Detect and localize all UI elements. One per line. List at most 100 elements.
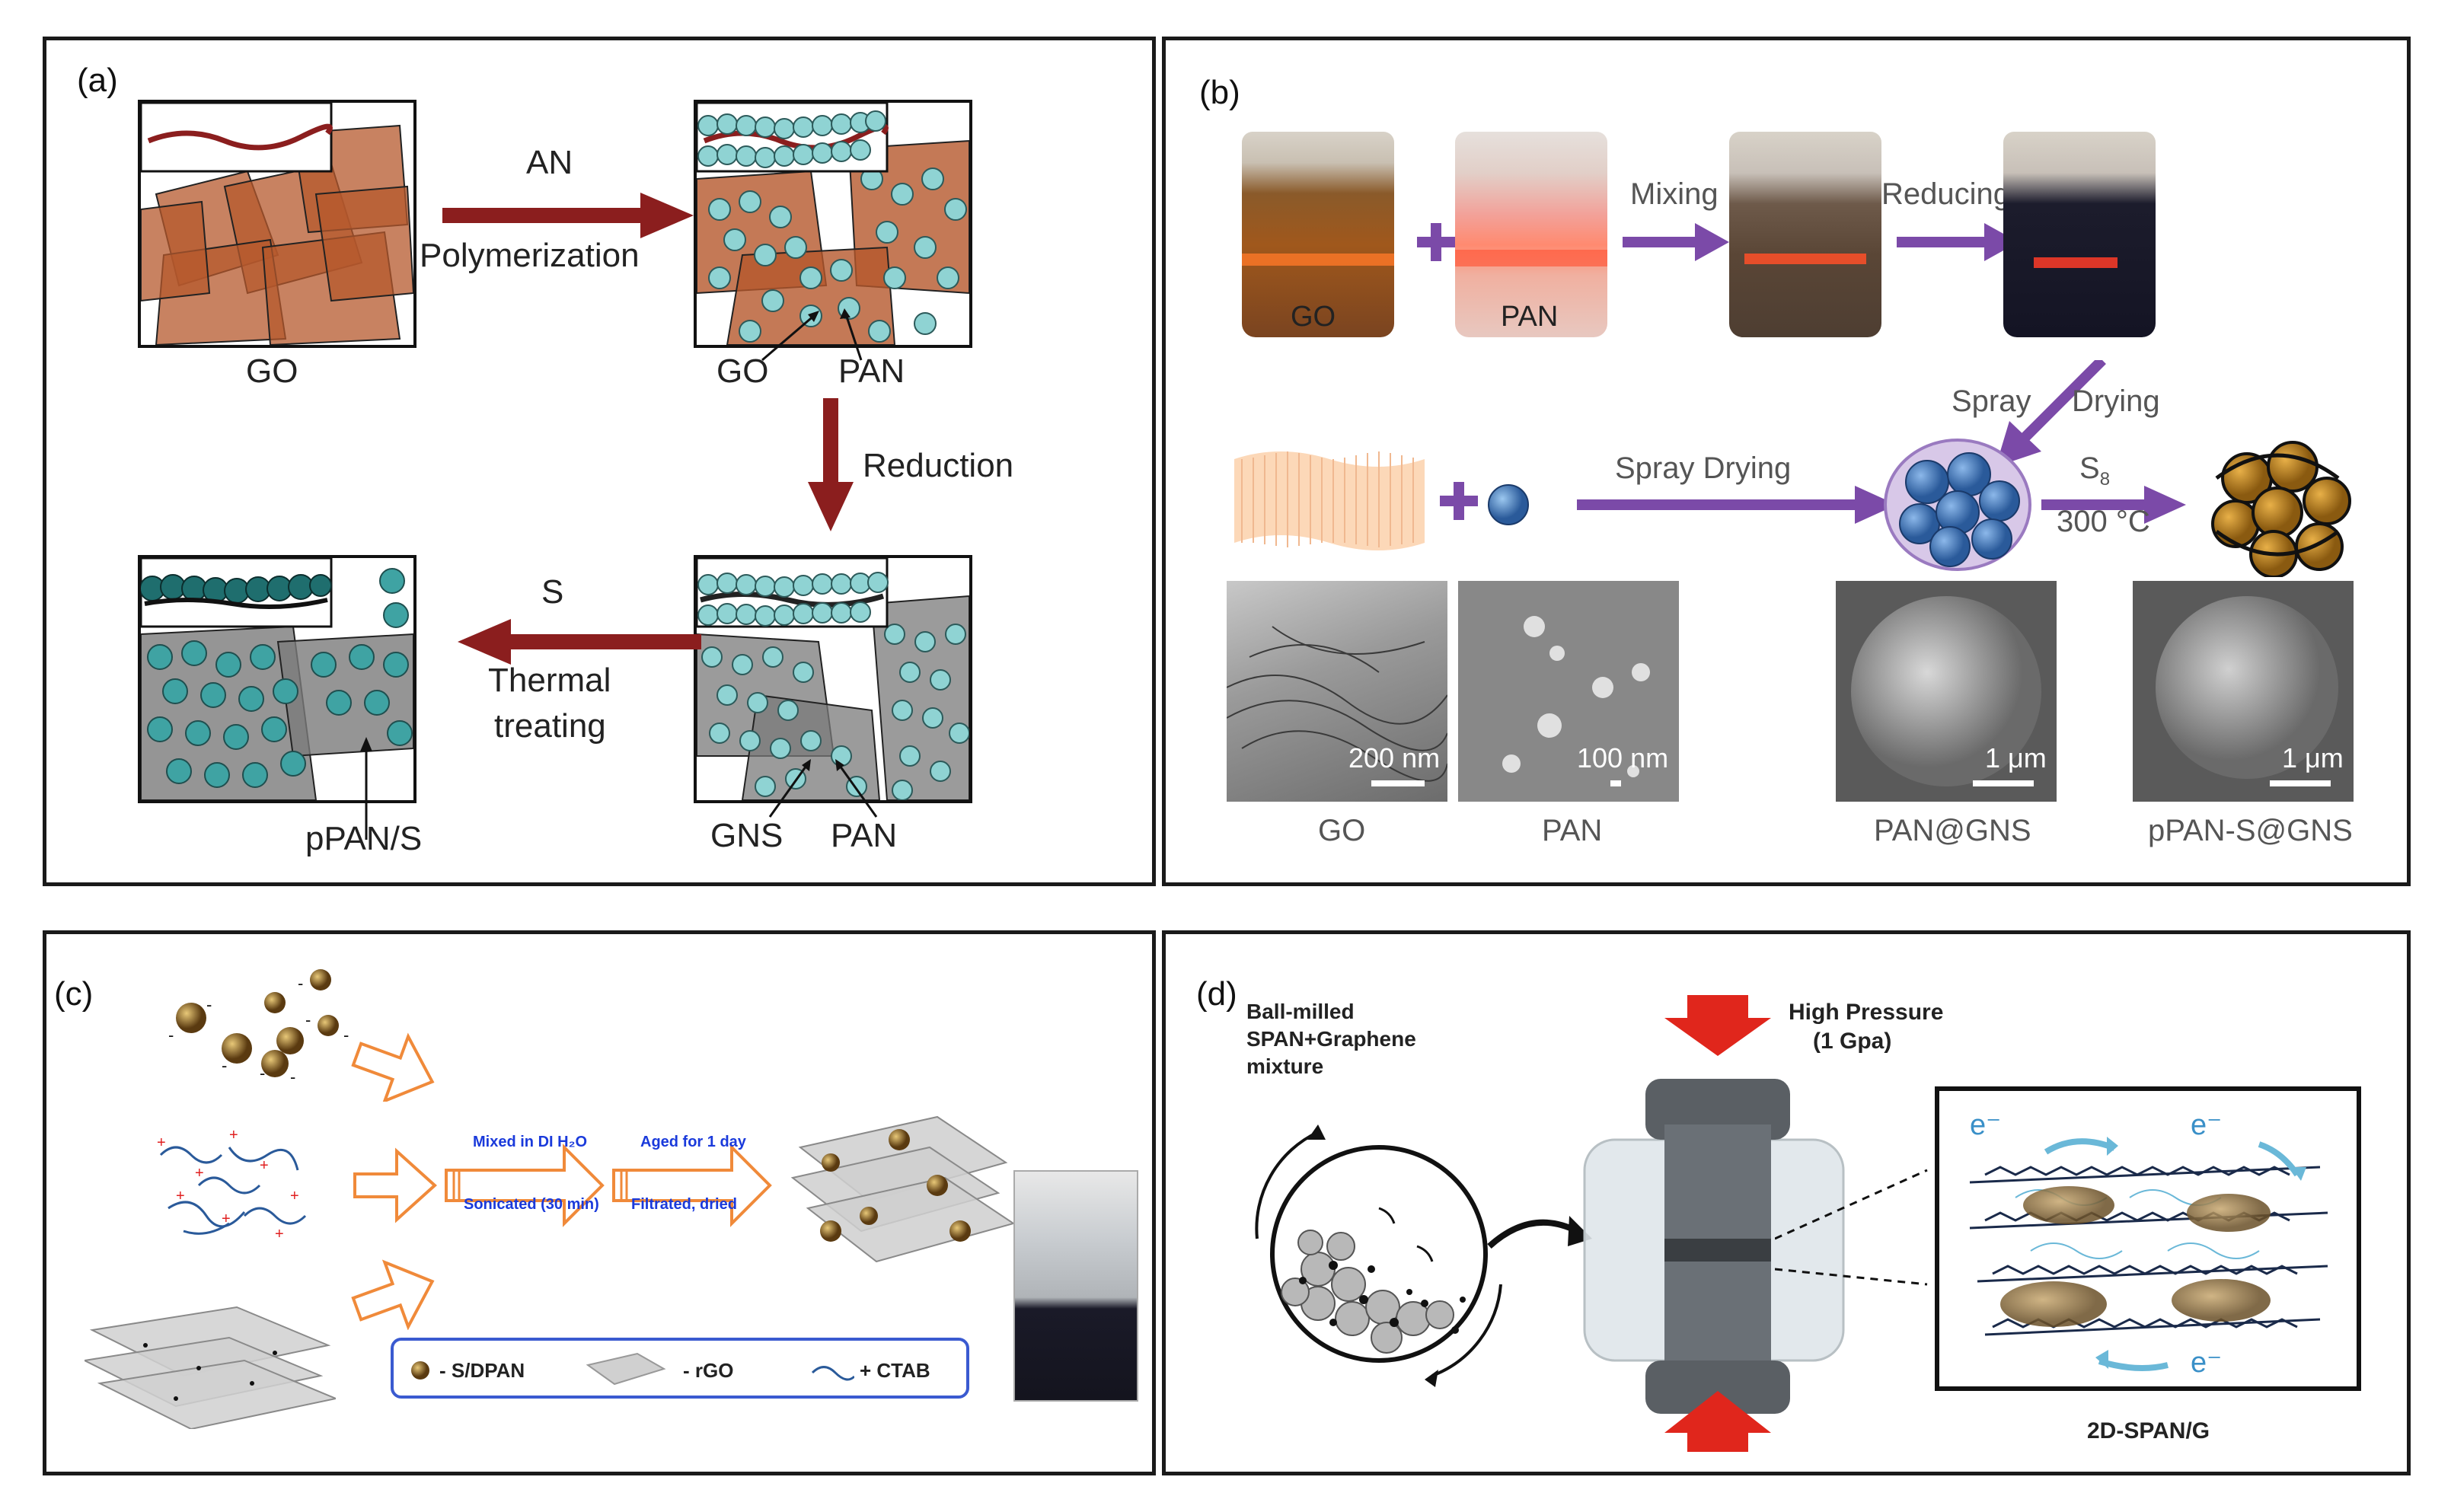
graphene-sheet-icon bbox=[1234, 451, 1425, 550]
arrow1-bottom-label: Polymerization bbox=[420, 237, 640, 274]
span-g-structure-box: e⁻ e⁻ e⁻ bbox=[1935, 1086, 2361, 1391]
electron-label-1: e⁻ bbox=[1970, 1109, 2002, 1141]
panel-c: (c) ---- ---- ++++ ++++ bbox=[43, 930, 1156, 1475]
zoom-dashed-lines bbox=[1775, 1169, 1928, 1286]
s-dpan-particles-illustration: ---- ---- bbox=[168, 969, 349, 1086]
mixture-label: mixture bbox=[1246, 1054, 1324, 1078]
drying-label: Drying bbox=[2072, 384, 2160, 418]
box3-pan-label: PAN bbox=[831, 817, 898, 854]
svg-text:+: + bbox=[157, 1134, 166, 1151]
sem-pan-caption: PAN bbox=[1542, 814, 1603, 847]
ball-milled-label: Ball-milled bbox=[1246, 1000, 1355, 1023]
sem-go-scale: 200 nm bbox=[1348, 742, 1441, 774]
s8-label: S8 bbox=[2079, 451, 2110, 490]
step2-top-label: Aged for 1 day bbox=[640, 1134, 746, 1150]
sem-pan-gns-scale: 1 μm bbox=[1985, 742, 2047, 774]
ppan-s-illustration bbox=[141, 558, 413, 800]
spray-label: Spray bbox=[1952, 384, 2031, 418]
svg-text:+: + bbox=[176, 1188, 185, 1204]
temperature-label: 300 °C bbox=[2057, 505, 2150, 538]
svg-text:+: + bbox=[195, 1165, 204, 1182]
panel-c-label: (c) bbox=[54, 975, 94, 1013]
panel-b: (b) GO PAN Mixing Reducing Spray Drying bbox=[1162, 37, 2411, 886]
panel-a: (a) GO AN Polymerization bbox=[43, 37, 1156, 886]
sem-go-caption: GO bbox=[1318, 814, 1366, 847]
vial-pan-label: PAN bbox=[1501, 301, 1559, 333]
go-pan-box bbox=[694, 100, 972, 348]
process-arrow-2 bbox=[612, 1144, 772, 1227]
box2-go-label: GO bbox=[716, 352, 769, 390]
ppan-s-label: pPAN/S bbox=[305, 820, 423, 857]
arrow3-top-label: S bbox=[541, 573, 564, 611]
vial-go: GO bbox=[1242, 132, 1394, 337]
legend-s-dpan-icon bbox=[411, 1361, 429, 1380]
go-pan-illustration bbox=[697, 103, 969, 345]
high-pressure-label: High Pressure bbox=[1789, 1000, 1944, 1025]
ctab-strands-illustration: + + + + + + + + bbox=[157, 1127, 307, 1242]
orange-arrow-3 bbox=[351, 1259, 435, 1330]
vial-mixed bbox=[1729, 132, 1881, 337]
reduction-arrow bbox=[808, 398, 854, 531]
ppan-s-pointer bbox=[360, 737, 372, 840]
spray-drying-arrow bbox=[1577, 486, 1897, 524]
sem-ppan-s-gns-caption: pPAN-S@GNS bbox=[2148, 814, 2353, 847]
svg-text:-: - bbox=[343, 1026, 349, 1045]
plus-icon-1 bbox=[1417, 223, 1455, 261]
svg-text:+: + bbox=[260, 1157, 269, 1174]
orange-arrow-1 bbox=[351, 1032, 435, 1102]
span-graphene-label: SPAN+Graphene bbox=[1246, 1027, 1416, 1051]
ball-mill-illustration bbox=[1255, 1124, 1502, 1387]
s-dpan-rgo-composite-illustration bbox=[790, 1115, 1013, 1263]
sulfur-arrow bbox=[2041, 486, 2186, 524]
s8-subscript: 8 bbox=[2099, 469, 2111, 490]
gns-pan-box bbox=[694, 555, 972, 803]
panel-d: (d) Ball-milled SPAN+Graphene mixture Hi… bbox=[1162, 930, 2411, 1475]
legend-rgo-label: - rGO bbox=[683, 1359, 734, 1382]
step1-top-label: Mixed in DI H₂O bbox=[473, 1134, 588, 1150]
sem-pan-gns-image: 1 μm bbox=[1836, 581, 2057, 802]
svg-text:+: + bbox=[222, 1211, 231, 1227]
electron-label-2: e⁻ bbox=[2191, 1109, 2223, 1141]
mixing-label: Mixing bbox=[1630, 177, 1719, 211]
arrow3-bottom-label: treating bbox=[494, 707, 606, 745]
reduction-label: Reduction bbox=[863, 447, 1014, 484]
sem-ppan-s-gns-scale: 1 μm bbox=[2282, 742, 2344, 774]
step2-bottom-label: Filtrated, dried bbox=[631, 1196, 737, 1213]
legend-box: - S/DPAN - rGO + CTAB bbox=[391, 1338, 969, 1399]
legend-s-dpan-label: - S/DPAN bbox=[439, 1359, 525, 1382]
sem-go-image: 200 nm bbox=[1227, 581, 1447, 802]
sem-pan-scale: 100 nm bbox=[1577, 742, 1669, 774]
span-g-caption: 2D-SPAN/G bbox=[2087, 1418, 2210, 1443]
svg-text:-: - bbox=[206, 995, 212, 1014]
svg-text:+: + bbox=[275, 1226, 284, 1242]
thermal-treating-arrow bbox=[458, 619, 701, 665]
reducing-label: Reducing bbox=[1881, 177, 2011, 211]
plus-icon-2 bbox=[1440, 482, 1478, 520]
go-sheets-box bbox=[138, 100, 416, 348]
electron-label-3: e⁻ bbox=[2191, 1347, 2223, 1379]
svg-text:-: - bbox=[222, 1056, 227, 1075]
vial-go-label: GO bbox=[1291, 301, 1336, 333]
legend-rgo-icon bbox=[586, 1352, 666, 1386]
svg-text:-: - bbox=[260, 1064, 265, 1083]
vial-reduced bbox=[2003, 132, 2156, 337]
rgo-sheets-illustration bbox=[85, 1306, 336, 1429]
vial-pan: PAN bbox=[1455, 132, 1607, 337]
box3-gns-label: GNS bbox=[710, 817, 783, 854]
svg-text:+: + bbox=[229, 1127, 238, 1144]
panel-d-label: (d) bbox=[1196, 975, 1237, 1013]
beaker-photo bbox=[1013, 1170, 1138, 1402]
svg-text:+: + bbox=[290, 1188, 299, 1204]
pan-gns-sphere-icon bbox=[1884, 439, 2031, 571]
pan-sphere-icon bbox=[1488, 484, 1529, 525]
pressure-value-label: (1 Gpa) bbox=[1813, 1029, 1892, 1054]
svg-text:-: - bbox=[305, 1010, 311, 1029]
gns-pan-illustration bbox=[697, 558, 969, 800]
spray-drying-label: Spray Drying bbox=[1615, 451, 1792, 485]
orange-arrow-2 bbox=[353, 1147, 437, 1223]
sem-pan-image: 100 nm bbox=[1458, 581, 1679, 802]
panel-b-label: (b) bbox=[1199, 74, 1240, 111]
s8-symbol: S bbox=[2079, 451, 2100, 485]
go-label: GO bbox=[246, 352, 298, 390]
svg-text:-: - bbox=[168, 1026, 174, 1045]
